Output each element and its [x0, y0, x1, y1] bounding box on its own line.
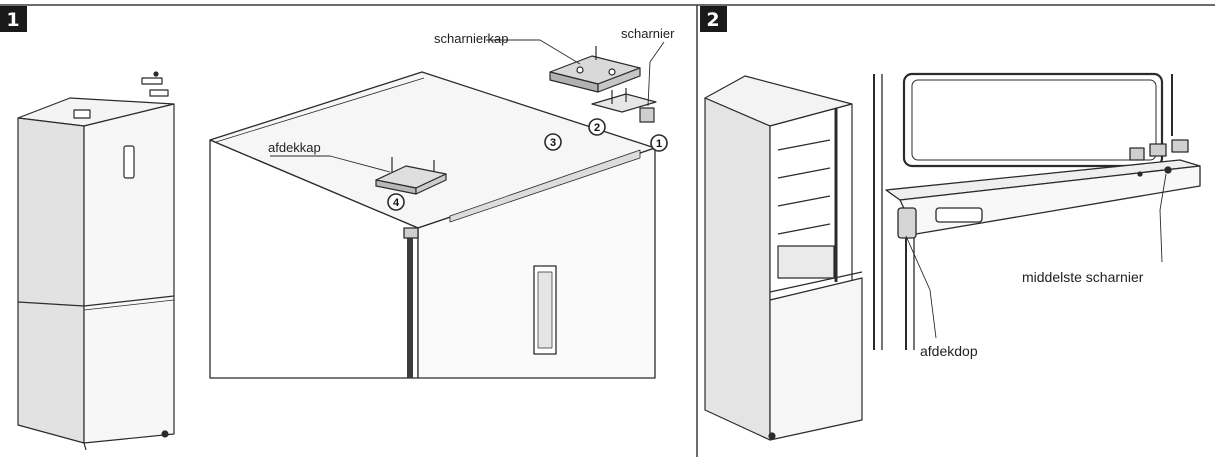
cover-cap-part	[897, 207, 917, 239]
panel-2-badge-bg	[700, 6, 727, 32]
label-middelste-scharnier: middelste scharnier	[1022, 269, 1144, 285]
label-scharnierkap: scharnierkap	[434, 31, 508, 46]
step-marker-2	[588, 118, 606, 136]
fridge-foot-left	[83, 442, 87, 451]
step-markers	[387, 118, 668, 211]
rail-slot	[935, 207, 983, 223]
label-scharnier: scharnier	[621, 26, 675, 41]
fridge-overview	[17, 71, 175, 451]
fridge-foot-right	[161, 430, 169, 438]
step-label-1: 1	[656, 138, 662, 150]
frame	[0, 4, 1215, 457]
scharnier-leader	[647, 41, 665, 107]
fridge-open	[704, 75, 863, 441]
open-fridge-foot	[768, 432, 776, 440]
floating-part-1	[141, 77, 163, 85]
step-marker-1	[650, 134, 668, 152]
shelf-3	[777, 195, 831, 207]
hinge-plate	[591, 93, 657, 113]
hinge-block-2	[1149, 143, 1167, 157]
open-fridge-side	[704, 97, 771, 441]
middle-hinge-leader	[1159, 173, 1167, 263]
hinge-cover-side	[597, 67, 641, 93]
fridge-door-split	[83, 295, 175, 307]
step-marker-labels: 1 2 3 4	[393, 122, 662, 209]
label-afdekkap: afdekkap	[268, 140, 321, 155]
afdekkap-leader	[270, 155, 391, 173]
step-label-4: 4	[393, 197, 400, 209]
shelf-2	[777, 167, 831, 179]
floating-screw	[153, 71, 159, 77]
hinge-block-1	[1129, 147, 1145, 161]
door-gasket-inner	[911, 79, 1157, 161]
fridge-front-face	[83, 103, 175, 444]
scharnierkap-cover	[486, 39, 641, 93]
panel-2-number: 2	[706, 9, 719, 31]
floating-part-2	[149, 89, 169, 97]
scharnierkap-leader	[486, 39, 581, 65]
middle-divider	[769, 271, 863, 293]
step-marker-3	[544, 133, 562, 151]
fridge-door-gap	[83, 299, 175, 311]
top-edge-line	[215, 77, 425, 143]
open-fridge-freezer-door	[769, 277, 863, 441]
panel-1-badge-bg	[0, 6, 27, 32]
shelf-1	[777, 139, 831, 151]
afdekkap-cover	[270, 155, 447, 195]
fridge-side-face	[17, 117, 85, 444]
door-gasket-frame	[902, 72, 1164, 168]
scharnier-hinge	[591, 41, 665, 123]
hinge-pin-block	[639, 107, 655, 123]
shelf-4	[777, 223, 831, 235]
panel-1-number: 1	[6, 9, 19, 31]
cover-side	[415, 173, 447, 195]
hinge-closeup	[873, 72, 1201, 350]
fridge-top-part	[73, 109, 91, 119]
corner-cap	[403, 227, 419, 239]
middle-hinge-part	[1129, 139, 1189, 177]
fridge-side-split	[17, 301, 85, 307]
hinge-block-3	[1171, 139, 1189, 153]
hinge-cover-hole-2	[608, 68, 616, 76]
label-afdekdop: afdekdop	[920, 343, 978, 359]
step-label-2: 2	[594, 122, 600, 134]
door-handle-recess	[537, 271, 553, 349]
fridge-top-exploded	[209, 71, 656, 379]
fridge-handle	[123, 145, 135, 179]
crisper-drawer	[777, 245, 835, 279]
panel-1-badge: 1	[0, 6, 27, 32]
hinge-screw-head-2	[1137, 171, 1143, 177]
door-top-strip	[449, 149, 641, 223]
step-label-3: 3	[550, 137, 556, 149]
panel-2-badge: 2	[700, 6, 727, 32]
cover-cap-leader	[905, 235, 937, 339]
hinge-cover-hole-1	[576, 66, 584, 74]
hinge-screw-head	[1164, 166, 1172, 174]
step-marker-4	[387, 193, 405, 211]
